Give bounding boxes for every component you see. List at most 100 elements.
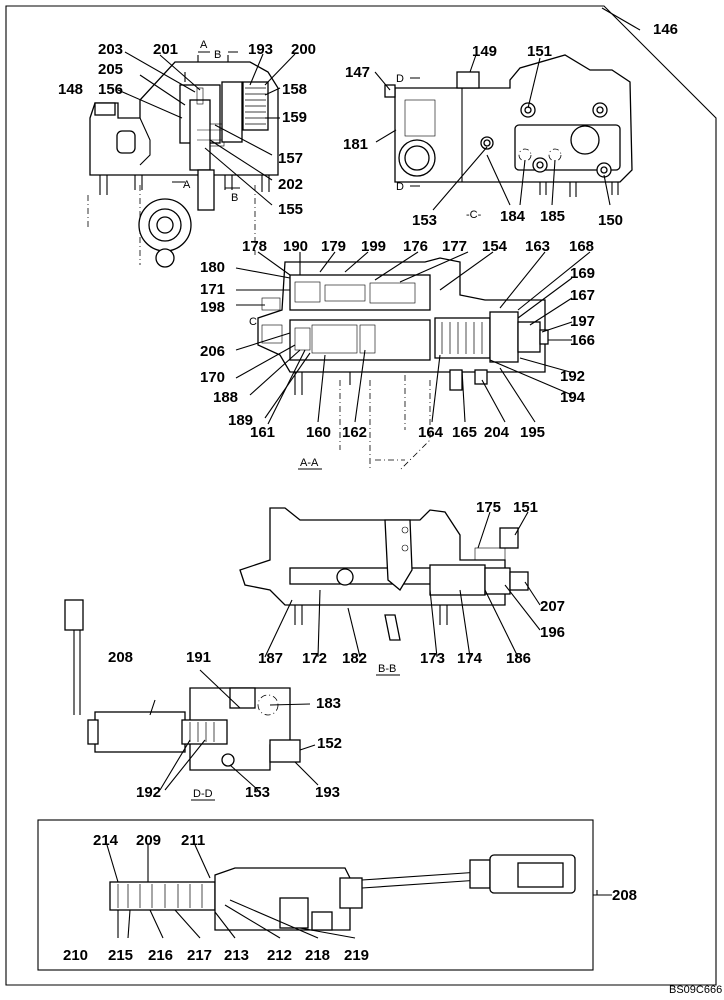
section-label-bb: B-B [378, 663, 396, 675]
callout-169: 169 [570, 265, 595, 282]
callout-163: 163 [525, 238, 550, 255]
callout-181: 181 [343, 136, 368, 153]
marker-a-bottom: A [183, 179, 191, 191]
section-label-aa: A-A [300, 457, 319, 469]
callout-197: 197 [570, 313, 595, 330]
callout-174: 174 [457, 650, 483, 667]
callout-182: 182 [342, 650, 367, 667]
callout-219: 219 [344, 947, 369, 964]
view-section-bb [239, 507, 529, 641]
callout-173: 173 [420, 650, 445, 667]
callout-185: 185 [540, 208, 565, 225]
callout-192a: 192 [560, 368, 585, 385]
callout-162: 162 [342, 424, 367, 441]
callout-156: 156 [98, 81, 123, 98]
callout-187: 187 [258, 650, 283, 667]
callout-164: 164 [418, 424, 444, 441]
callout-149: 149 [472, 43, 497, 60]
callout-147: 147 [345, 64, 370, 81]
section-label-cc: -C- [466, 209, 482, 221]
callout-146: 146 [653, 21, 678, 38]
callout-198: 198 [200, 299, 225, 316]
callout-184: 184 [500, 208, 526, 225]
view-front [87, 51, 279, 268]
callout-186: 186 [506, 650, 531, 667]
callout-157: 157 [278, 150, 303, 167]
callout-214: 214 [93, 832, 119, 849]
callout-207: 207 [540, 598, 565, 615]
callout-155: 155 [278, 201, 303, 218]
view-solenoid-detail [37, 819, 612, 971]
leader-lines [106, 7, 641, 939]
drawing-code: BS09C666 [669, 984, 722, 996]
callout-154: 154 [482, 238, 508, 255]
callout-166: 166 [570, 332, 595, 349]
callout-188: 188 [213, 389, 238, 406]
callout-165: 165 [452, 424, 477, 441]
callout-170: 170 [200, 369, 225, 386]
callout-191: 191 [186, 649, 211, 666]
view-section-dd [64, 599, 301, 771]
callout-215: 215 [108, 947, 133, 964]
callout-201: 201 [153, 41, 178, 58]
callout-160: 160 [306, 424, 331, 441]
marker-b-top: B [214, 49, 221, 61]
callout-167: 167 [570, 287, 595, 304]
section-label-dd: D-D [193, 788, 213, 800]
callout-205: 205 [98, 61, 123, 78]
callout-177: 177 [442, 238, 467, 255]
callout-216: 216 [148, 947, 173, 964]
callout-183: 183 [316, 695, 341, 712]
callout-200: 200 [291, 41, 316, 58]
callout-153b: 153 [245, 784, 270, 801]
callout-212: 212 [267, 947, 292, 964]
callout-218: 218 [305, 947, 330, 964]
callout-202: 202 [278, 176, 303, 193]
callout-208a: 208 [108, 649, 133, 666]
callout-190: 190 [283, 238, 308, 255]
callout-199: 199 [361, 238, 386, 255]
marker-d-bottom: D [396, 181, 404, 193]
callout-206: 206 [200, 343, 225, 360]
callout-171: 171 [200, 281, 225, 298]
callout-208b: 208 [612, 887, 637, 904]
callout-150: 150 [598, 212, 623, 229]
callout-158: 158 [282, 81, 307, 98]
callout-178: 178 [242, 238, 267, 255]
callout-209: 209 [136, 832, 161, 849]
marker-d-top: D [396, 73, 404, 85]
marker-a-top: A [200, 39, 208, 51]
callout-193a: 193 [248, 41, 273, 58]
callout-151a: 151 [527, 43, 552, 60]
callout-192b: 192 [136, 784, 161, 801]
callout-217: 217 [187, 947, 212, 964]
callout-161: 161 [250, 424, 275, 441]
callouts: 146 147 148 149 150 151 151 152 153 153 … [58, 21, 678, 964]
view-c [384, 54, 633, 197]
callout-152: 152 [317, 735, 342, 752]
callout-172: 172 [302, 650, 327, 667]
callout-210: 210 [63, 947, 88, 964]
callout-211: 211 [181, 832, 205, 849]
callout-159: 159 [282, 109, 307, 126]
callout-168: 168 [569, 238, 594, 255]
callout-189: 189 [228, 412, 253, 429]
callout-175: 175 [476, 499, 501, 516]
callout-179: 179 [321, 238, 346, 255]
marker-c-left: C [249, 316, 257, 328]
sheet-border [5, 5, 717, 986]
callout-195: 195 [520, 424, 545, 441]
callout-148: 148 [58, 81, 83, 98]
callout-213: 213 [224, 947, 249, 964]
callout-194: 194 [560, 389, 586, 406]
callout-196: 196 [540, 624, 565, 641]
callout-193b: 193 [315, 784, 340, 801]
callout-204: 204 [484, 424, 510, 441]
callout-153a: 153 [412, 212, 437, 229]
callout-203: 203 [98, 41, 123, 58]
callout-176: 176 [403, 238, 428, 255]
callout-180: 180 [200, 259, 225, 276]
marker-b-bottom: B [231, 192, 238, 204]
